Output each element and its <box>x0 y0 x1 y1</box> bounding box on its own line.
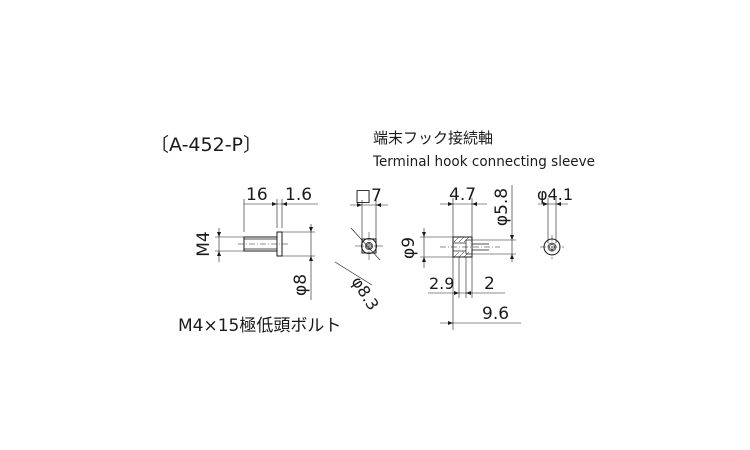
outer-circle <box>361 238 377 254</box>
dim-phi-5-8: φ5.8 <box>492 188 512 226</box>
dim-4-7: 4.7 <box>449 185 476 205</box>
title-english: Terminal hook connecting sleeve <box>372 154 595 170</box>
dim-head-dia: φ8 <box>291 274 311 296</box>
sleeve-side-view: 4.7 φ5.8 φ9 2.9 2 9.6 <box>399 185 521 330</box>
dim-phi-9: φ9 <box>399 237 419 259</box>
dim-9-6: 9.6 <box>482 304 509 324</box>
sleeve-front-view: φ4.1 <box>537 185 573 259</box>
bolt-caption: M4×15極低頭ボルト <box>178 316 341 336</box>
dim-diagonal: φ8.3 <box>348 273 383 314</box>
sleeve-end-view: □7 φ8.3 <box>334 186 388 314</box>
dim-2-9: 2.9 <box>429 274 454 293</box>
dim-2: 2 <box>484 274 495 294</box>
title-japanese: 端末フック接続軸 <box>373 129 493 147</box>
dim-thread: M4 <box>194 231 214 256</box>
dim-bolt-head: 1.6 <box>285 185 312 205</box>
dim-square: □7 <box>355 186 382 206</box>
dim-bolt-length: 16 <box>246 185 268 205</box>
bolt-view: 16 1.6 M4 φ8 M4×15極低頭ボルト <box>178 185 341 336</box>
part-code: 〔A-452-P〕 <box>150 134 262 156</box>
dim-phi-4-1: φ4.1 <box>537 185 573 204</box>
